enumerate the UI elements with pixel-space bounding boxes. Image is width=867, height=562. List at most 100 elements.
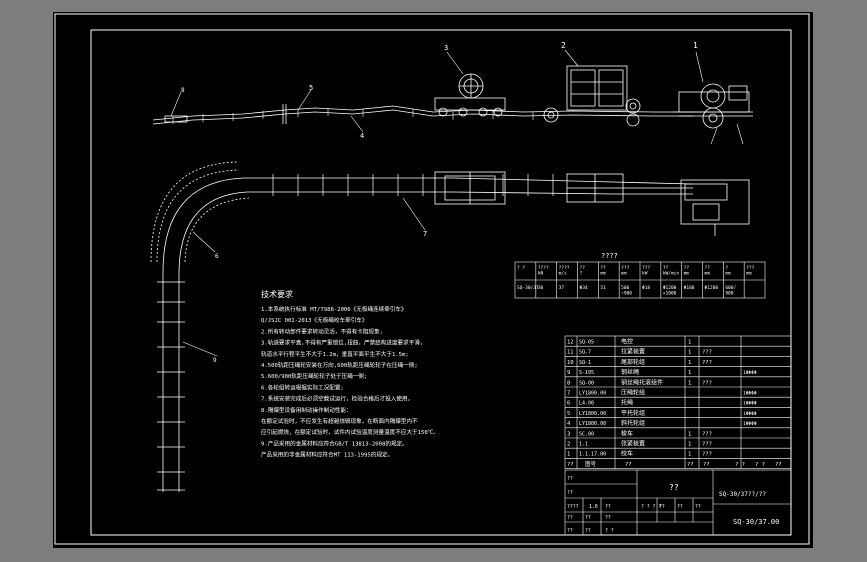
spec-header-cell: ? bbox=[725, 265, 728, 271]
part-code: LY1800.00 bbox=[579, 391, 606, 397]
spec-value-cell: Φ1200 bbox=[663, 285, 677, 291]
note-line: 应引起燃烧，在额定试验时，试件内试验温度测量温度不应大于150℃。 bbox=[261, 428, 439, 436]
part-no: 4 bbox=[567, 421, 571, 427]
part-qty: 1 bbox=[688, 442, 691, 448]
outer-frame bbox=[54, 13, 810, 545]
title-block-cell: ?? bbox=[605, 504, 611, 510]
note-line: 6.各轮组转运根据实际工况配置; bbox=[261, 383, 344, 391]
callout-8: 8 bbox=[181, 87, 185, 94]
part-code: SQ-7 bbox=[579, 350, 591, 356]
title-block-cell: 1.0 bbox=[589, 504, 598, 510]
part-qty: 1 bbox=[688, 360, 691, 366]
note-line: 产品采用的非金属材料应符合MT 113-1995的规定。 bbox=[261, 451, 393, 459]
title-block-cell: ?? bbox=[567, 476, 573, 482]
spec-table: ???? ? ?????kN????m/s?????mm???mm???kW??… bbox=[514, 252, 766, 299]
part-code: 1.1.17.00 bbox=[579, 452, 606, 458]
parts-footer-cell: 图号 bbox=[585, 460, 597, 468]
parts-footer-cell: ?? bbox=[625, 462, 632, 468]
part-note: 1ΦΦΦΦ bbox=[743, 391, 757, 397]
note-line: 1.本系统执行标准 MT/T988-2006《无极绳连续牵引车》 bbox=[261, 305, 407, 313]
title-block-center: ?? bbox=[669, 483, 679, 492]
callout-7: 7 bbox=[423, 230, 427, 238]
notes-title: 技术要求 bbox=[261, 289, 293, 299]
part-material: ??? bbox=[702, 442, 712, 448]
part-name: 压绳轮组 bbox=[621, 389, 645, 397]
title-block-cell: ?? bbox=[677, 504, 683, 510]
part-material: ??? bbox=[702, 360, 712, 366]
part-name: 电控 bbox=[621, 338, 633, 346]
cad-viewport[interactable]: 1 2 3 4 5 8 bbox=[53, 12, 813, 548]
parts-footer-cell: ?? bbox=[567, 462, 574, 468]
spec-header-cell: ?? bbox=[600, 265, 606, 271]
spec-header-cell: mm bbox=[621, 272, 627, 277]
part-material: ??? bbox=[702, 350, 712, 356]
spec-header-cell: kW/min bbox=[663, 271, 680, 277]
part-code: LY1800.00 bbox=[579, 421, 606, 427]
spec-header-cell: ???? bbox=[538, 265, 549, 271]
part-no: 7 bbox=[567, 391, 570, 397]
drawing-sheet: 1 2 3 4 5 8 bbox=[54, 13, 810, 545]
side-view bbox=[152, 65, 753, 129]
callout-6: 6 bbox=[215, 253, 219, 260]
part-no: 8 bbox=[567, 380, 570, 386]
side-view-leaders bbox=[170, 49, 744, 145]
title-block-cell: ?? bbox=[605, 515, 611, 521]
part-qty: 1 bbox=[688, 350, 691, 356]
part-no: 6 bbox=[567, 401, 570, 407]
title-block-cell: ?? bbox=[585, 515, 591, 521]
technical-notes: 技术要求 1.本系统执行标准 MT/T988-2006《无极绳连续牵引车》 Q/… bbox=[261, 289, 439, 459]
inner-frame bbox=[90, 29, 792, 536]
part-no: 1 bbox=[567, 452, 570, 458]
parts-footer-cell: ?? bbox=[687, 462, 694, 468]
part-code: L4.00 bbox=[579, 401, 594, 407]
spec-header-cell: ?? bbox=[684, 265, 690, 271]
part-code: 1.1 bbox=[579, 442, 588, 448]
callout-5: 5 bbox=[309, 84, 313, 92]
note-line: 4.500轨距压绳轮安装在万向,600轨距压绳轮轮子在压绳一侧; bbox=[261, 361, 418, 369]
spec-header-cell: mm bbox=[684, 272, 690, 277]
parts-footer-cell: ?? bbox=[703, 462, 710, 468]
part-no: 11 bbox=[567, 350, 574, 356]
part-note: 1ΦΦΦΦ bbox=[743, 421, 757, 427]
spec-header-cell: ??? bbox=[746, 265, 754, 271]
spec-header-cell: ???? bbox=[559, 265, 570, 271]
spec-value-cell: 600/ bbox=[725, 285, 736, 291]
plan-view-leaders bbox=[182, 197, 426, 357]
part-qty: 1 bbox=[688, 452, 691, 458]
part-code: LY1800.00 bbox=[579, 411, 606, 417]
part-code: SQ-05 bbox=[579, 340, 594, 346]
part-no: 9 bbox=[567, 370, 570, 376]
part-name: 绞车 bbox=[621, 450, 633, 458]
spec-header-cell: ?? bbox=[705, 265, 711, 271]
spec-header-cell: ? ? bbox=[517, 265, 525, 271]
parts-footer-cell: ?? bbox=[775, 462, 782, 468]
part-name: 张紧装置 bbox=[621, 440, 645, 448]
spec-header-cell: mm bbox=[705, 272, 711, 277]
title-block-cell: ? ? bbox=[605, 528, 614, 534]
part-no: 10 bbox=[567, 360, 574, 366]
note-line: 2.所有转动部件要求转动灵活，不得有卡阻现象; bbox=[261, 327, 383, 335]
note-line: Q/JSJC 001-2013《无极绳绞车牵引车》 bbox=[261, 316, 367, 324]
part-code: S-195 bbox=[579, 370, 594, 376]
title-block-cell: ?? bbox=[695, 504, 701, 510]
part-name: 梭车 bbox=[621, 429, 633, 437]
spec-value-cell: 900 bbox=[725, 291, 733, 297]
part-name: 平托轮组 bbox=[621, 409, 645, 417]
part-material: ??? bbox=[702, 380, 712, 386]
spec-value-cell: ~900 bbox=[621, 291, 632, 297]
spec-header-cell: ?? bbox=[580, 265, 586, 271]
part-code: SQ-1 bbox=[579, 360, 591, 366]
part-material: ??? bbox=[702, 452, 712, 458]
note-line: 7.系统安装完成后必须空载试运行，检验合格后才投入使用。 bbox=[261, 395, 413, 403]
title-block-cell: ?? bbox=[659, 504, 665, 510]
part-note: 1ΦΦΦΦ bbox=[743, 401, 757, 407]
drawing-no: SQ-30/37.00 bbox=[733, 518, 779, 526]
plan-view bbox=[150, 161, 750, 492]
title-block-cell: ?? bbox=[585, 528, 591, 534]
part-name: 钢丝绳 bbox=[621, 368, 639, 376]
callout-9: 9 bbox=[213, 357, 217, 364]
title-block-cell: ???? bbox=[567, 504, 579, 510]
spec-header-cell: ? bbox=[580, 271, 583, 277]
part-code: SC.00 bbox=[579, 431, 594, 437]
